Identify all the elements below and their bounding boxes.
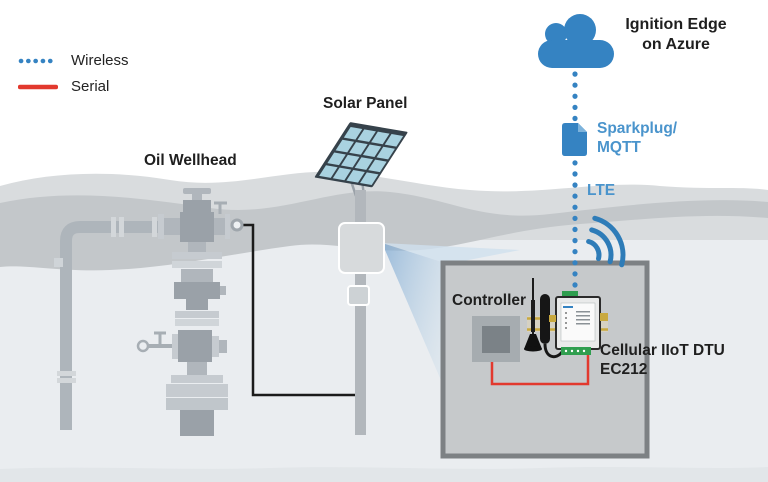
- ground-strip: [0, 467, 768, 482]
- zoom-beam: [382, 243, 520, 392]
- wireless-signal-icon: [586, 215, 626, 268]
- serial-line-sample: [18, 84, 58, 89]
- pole-enclosure: [338, 222, 385, 306]
- cloud-label-line2: on Azure: [642, 36, 710, 53]
- cloud-label-line1: Ignition Edge: [625, 16, 727, 33]
- sensor-cable: [242, 223, 357, 397]
- oil-wellhead-graphic: [54, 188, 244, 436]
- solar-cells: [319, 126, 404, 185]
- legend-item-serial: Serial: [18, 78, 129, 95]
- controller-label: Controller: [452, 292, 527, 309]
- lte-label: LTE: [587, 182, 616, 199]
- solar-panel-label: Solar Panel: [323, 95, 408, 112]
- legend: Wireless Serial: [18, 52, 129, 95]
- dtu-device: [549, 291, 608, 355]
- wireless-line-sample: [18, 58, 58, 63]
- dtu-label-line2: EC212: [600, 361, 648, 378]
- cloud-label: Ignition Edge on Azure: [610, 15, 742, 55]
- dtu-label-line1: Cellular IIoT DTU: [600, 342, 725, 359]
- solar-panel-icon: [314, 122, 408, 188]
- controller-device: [472, 316, 520, 362]
- legend-serial-label: Serial: [71, 78, 110, 95]
- legend-wireless-label: Wireless: [71, 52, 129, 69]
- cloud-icon: [538, 14, 614, 68]
- legend-item-wireless: Wireless: [18, 52, 129, 69]
- sparkplug-mqtt-label-line1: Sparkplug/: [597, 120, 678, 137]
- serial-cable: [490, 355, 590, 386]
- antenna-icon: [524, 278, 564, 359]
- sparkplug-mqtt-label: Sparkplug/ MQTT: [597, 119, 677, 157]
- dtu-label: Cellular IIoT DTU EC212: [600, 341, 725, 379]
- oil-wellhead-label: Oil Wellhead: [144, 152, 237, 169]
- sparkplug-mqtt-label-line2: MQTT: [597, 139, 641, 156]
- mqtt-document-icon: [562, 123, 587, 156]
